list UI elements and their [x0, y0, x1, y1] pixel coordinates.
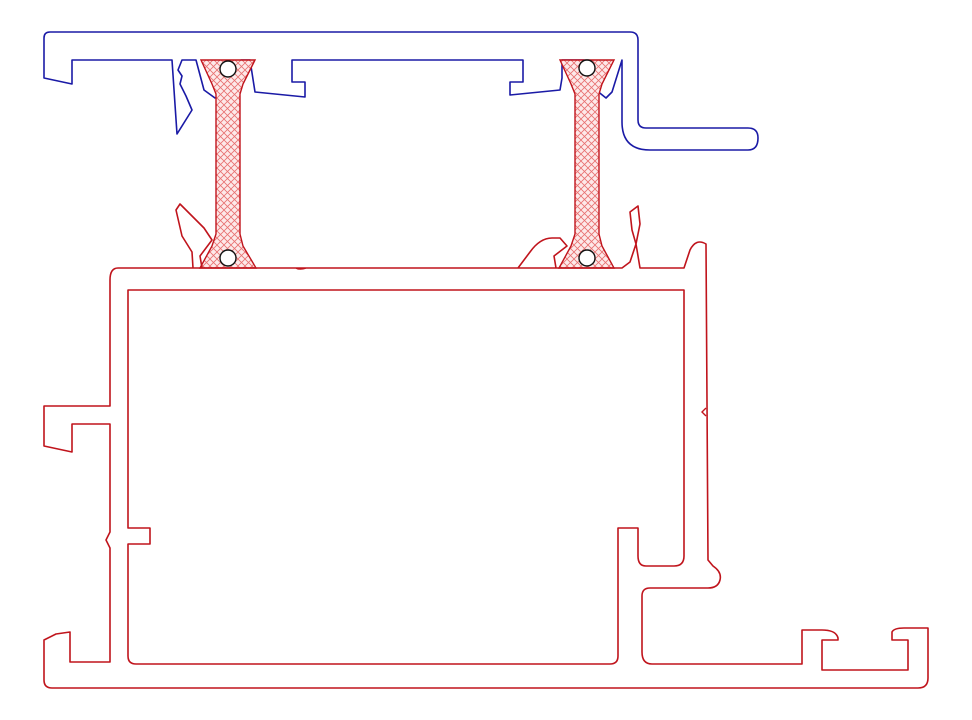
node-circle-top-left [219, 60, 237, 78]
node-circle-bottom-right [578, 249, 596, 267]
thermal-break-strip-left [198, 59, 258, 269]
inner-cavity [127, 289, 685, 665]
node-circle-top-right [578, 59, 596, 77]
outer-aluminium-profile [43, 31, 759, 151]
node-circle-bottom-left [219, 249, 237, 267]
inner-aluminium-profile [43, 203, 929, 689]
thermal-break-strip-right [557, 59, 616, 269]
right-wall-notch [701, 407, 707, 417]
